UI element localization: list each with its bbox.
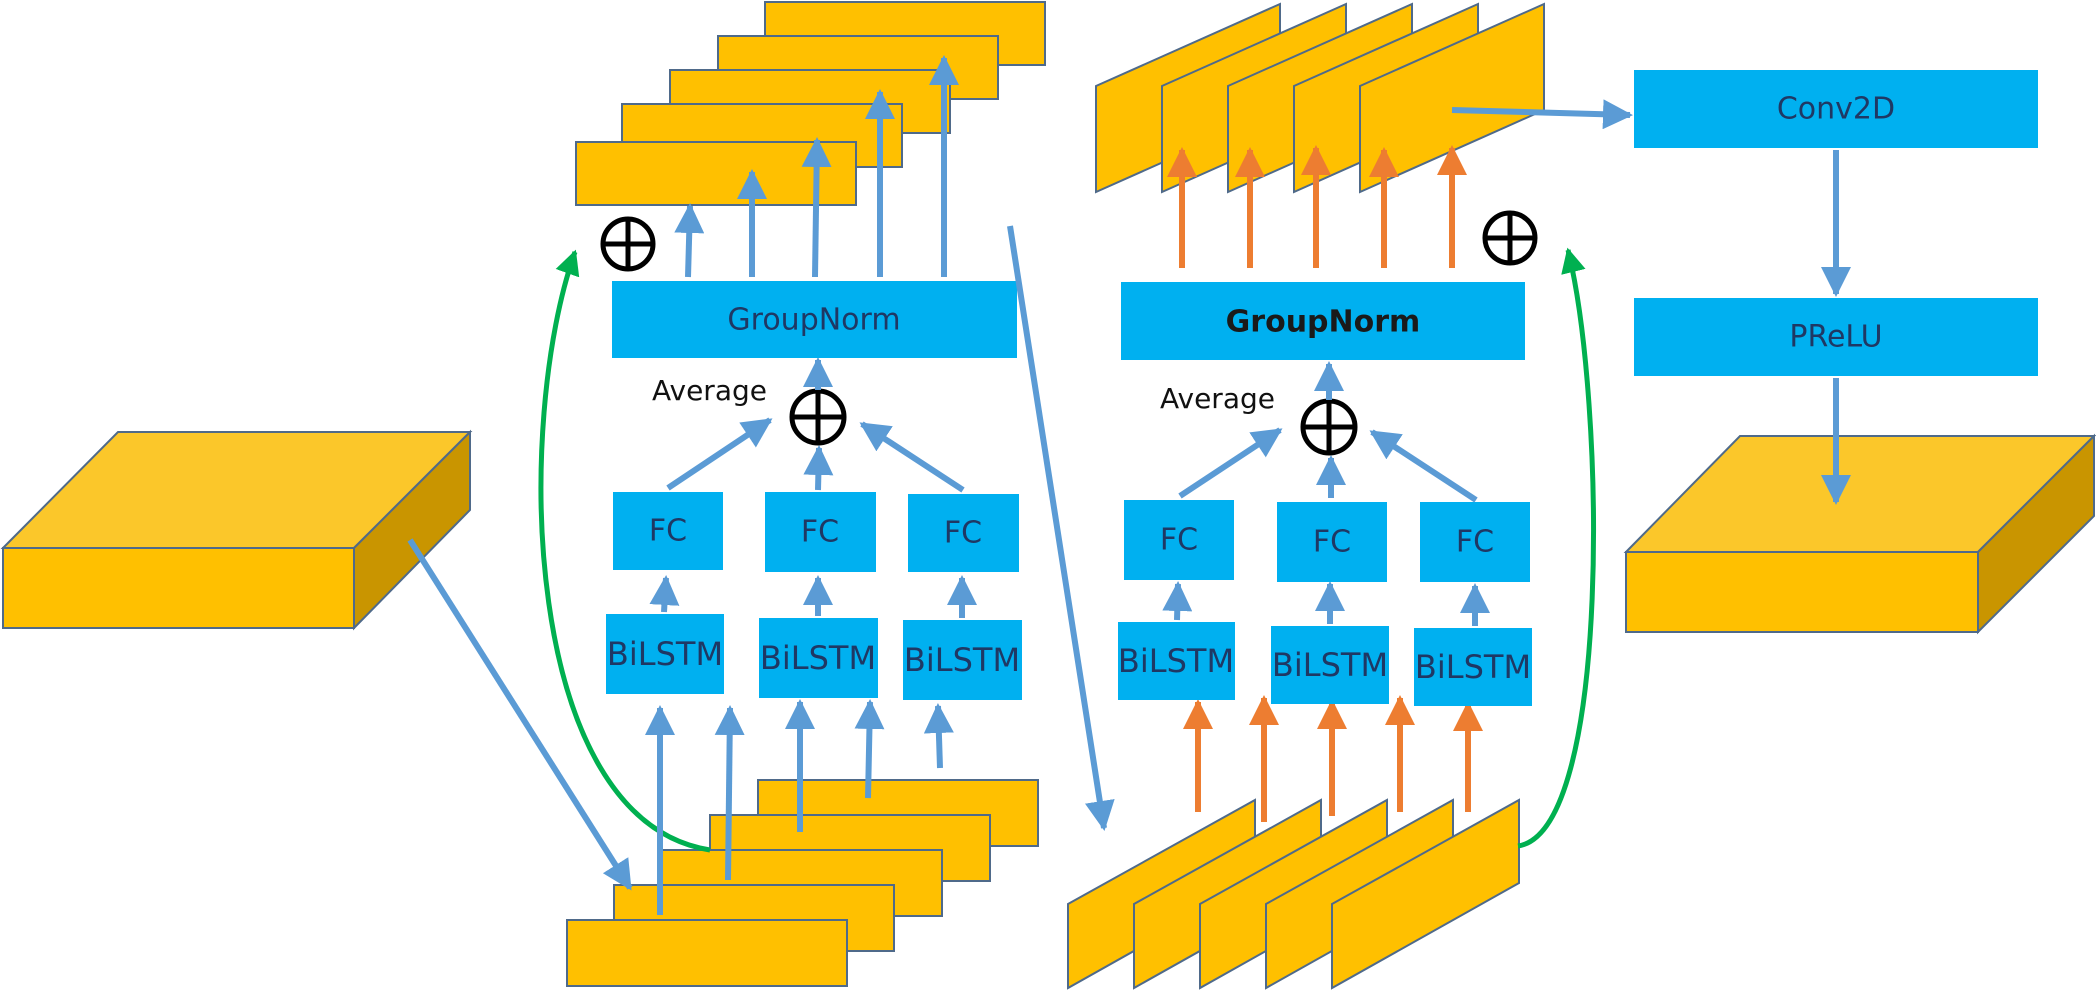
- left-groupnorm: GroupNorm: [612, 281, 1017, 358]
- svg-text:PReLU: PReLU: [1789, 320, 1882, 355]
- svg-text:FC: FC: [801, 515, 839, 550]
- left-input-frames: [566, 779, 1039, 987]
- right-average-arrows: [1178, 427, 1478, 503]
- left-output-arrows: [674, 55, 959, 278]
- arrow-input-to-left: [407, 538, 633, 891]
- svg-text:GroupNorm: GroupNorm: [1226, 305, 1421, 340]
- left-bilstm-2: BiLSTM: [759, 618, 878, 698]
- input-tensor-3d: [0, 429, 473, 631]
- right-fc-3: FC: [1420, 502, 1530, 582]
- left-input-arrows: [645, 699, 954, 915]
- left-bilstm-1: BiLSTM: [606, 614, 724, 694]
- left-average-label: Average: [652, 374, 767, 407]
- left-bilstm-3: BiLSTM: [903, 620, 1022, 700]
- svg-text:FC: FC: [1160, 523, 1198, 558]
- svg-text:FC: FC: [649, 514, 687, 549]
- left-average-arrows: [666, 417, 965, 493]
- left-average-plus-icon: [789, 388, 847, 446]
- left-fc-1: FC: [613, 492, 723, 570]
- right-fc-1: FC: [1124, 500, 1234, 580]
- svg-text:FC: FC: [944, 516, 982, 551]
- right-input-frames: [1067, 798, 1520, 990]
- left-residual-plus-icon: [600, 216, 656, 272]
- right-fc-arrows: [1162, 581, 1490, 626]
- left-fc-2: FC: [765, 492, 876, 572]
- prelu-block: PReLU: [1634, 298, 2038, 376]
- svg-text:BiLSTM: BiLSTM: [1118, 642, 1234, 680]
- left-fc-3: FC: [908, 494, 1019, 572]
- left-fc-arrows: [649, 575, 977, 618]
- svg-text:BiLSTM: BiLSTM: [1272, 646, 1388, 684]
- right-bilstm-3: BiLSTM: [1414, 628, 1532, 706]
- right-groupnorm: GroupNorm: [1121, 282, 1525, 360]
- right-output-frames: [1095, 2, 1545, 194]
- svg-text:BiLSTM: BiLSTM: [760, 639, 876, 677]
- svg-text:GroupNorm: GroupNorm: [727, 303, 900, 338]
- right-bilstm-2: BiLSTM: [1271, 626, 1389, 704]
- right-output-arrows: [1167, 145, 1467, 268]
- svg-text:BiLSTM: BiLSTM: [904, 641, 1020, 679]
- right-residual-plus-icon: [1482, 210, 1538, 266]
- output-tensor-3d: [1623, 433, 2096, 635]
- right-average-label: Average: [1160, 382, 1275, 415]
- left-output-frames: [575, 1, 1046, 206]
- green-skip-right: [1517, 247, 1596, 849]
- right-bilstm-1: BiLSTM: [1118, 622, 1235, 700]
- green-skip-left: [538, 249, 711, 853]
- svg-text:FC: FC: [1313, 525, 1351, 560]
- conv2d-block: Conv2D: [1634, 70, 2038, 148]
- right-average-plus-icon: [1300, 398, 1358, 456]
- right-input-arrows: [1183, 695, 1483, 822]
- svg-text:BiLSTM: BiLSTM: [607, 635, 723, 673]
- arrow-left-to-right-block: [1007, 225, 1115, 831]
- svg-text:FC: FC: [1456, 525, 1494, 560]
- right-fc-2: FC: [1277, 502, 1387, 582]
- arrow-to-conv2d: [1451, 99, 1633, 130]
- svg-text:BiLSTM: BiLSTM: [1415, 648, 1531, 686]
- svg-text:Conv2D: Conv2D: [1777, 92, 1895, 127]
